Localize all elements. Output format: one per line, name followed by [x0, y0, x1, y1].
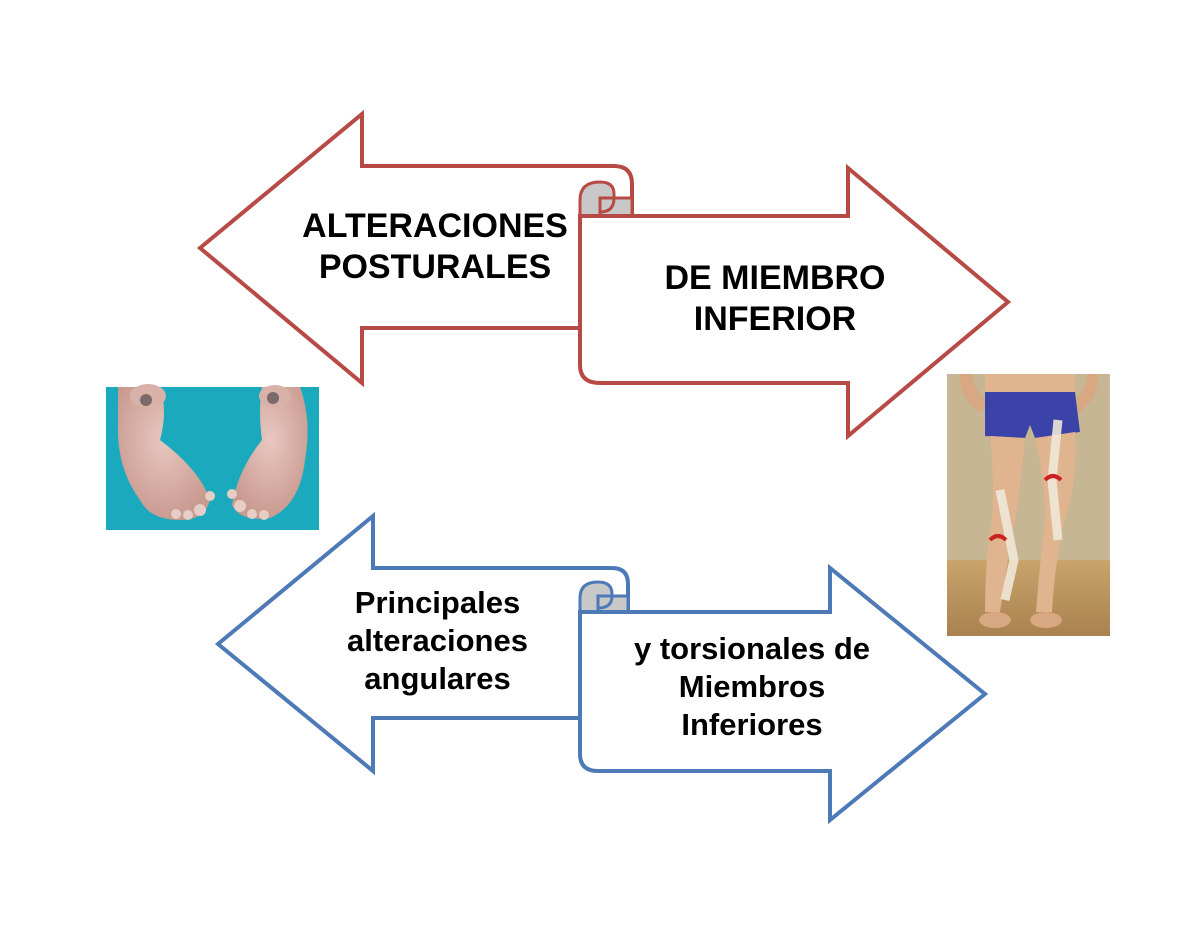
- child-legs-photo: [947, 374, 1110, 636]
- feet-photo: [106, 384, 319, 530]
- bottom-right-label: y torsionales de Miembros Inferiores: [612, 630, 892, 743]
- bottom-right-label-line3: Inferiores: [681, 706, 823, 742]
- bottom-scroll-fold: [578, 580, 630, 614]
- bottom-right-arrow-shape: [578, 563, 989, 825]
- top-left-label-line1: ALTERACIONES: [302, 207, 568, 245]
- bottom-right-label-line1: y torsionales de: [633, 631, 871, 666]
- top-right-arrow-shape: [578, 163, 1012, 441]
- top-left-label: ALTERACIONES POSTURALES: [300, 206, 570, 289]
- top-right-label-line2: INFERIOR: [693, 300, 857, 339]
- top-right-label-line1: DE MIEMBRO: [664, 259, 886, 297]
- top-left-label-line2: POSTURALES: [318, 248, 552, 287]
- top-right-label: DE MIEMBRO INFERIOR: [640, 258, 910, 341]
- bottom-left-label-line2: alteraciones: [347, 622, 528, 658]
- bottom-right-label-line2: Miembros: [678, 668, 826, 704]
- bottom-left-label: Principales alteraciones angulares: [330, 584, 545, 697]
- top-double-arrow: [196, 109, 1012, 441]
- bottom-left-label-line1: Principales: [354, 585, 521, 620]
- bottom-left-label-line3: angulares: [364, 660, 511, 696]
- bottom-double-arrow: [214, 511, 989, 825]
